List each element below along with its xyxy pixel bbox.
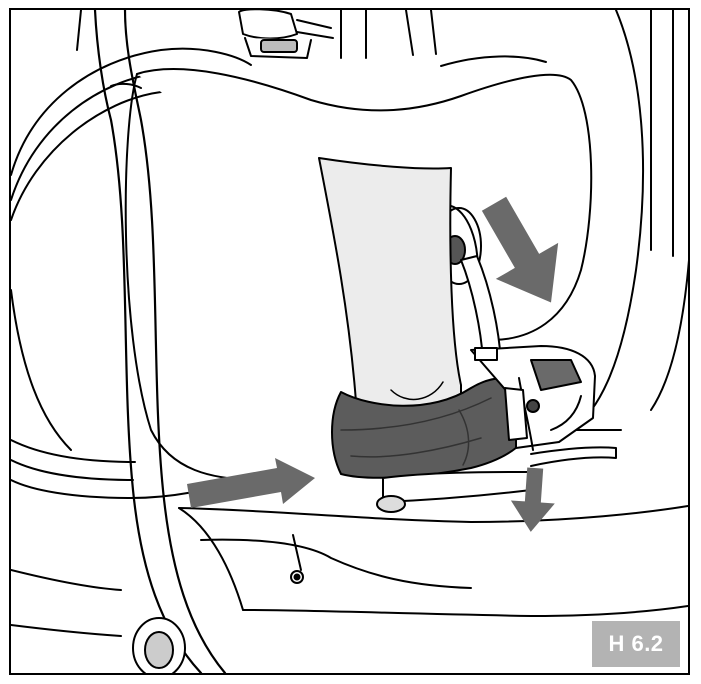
frame-strut-top: [341, 10, 436, 58]
figure-frame: H 6.2: [9, 8, 690, 675]
upper-pedal: [239, 10, 333, 58]
right-post: [651, 10, 673, 256]
arrow-right: [187, 458, 315, 508]
pedal-illustration: [11, 10, 688, 673]
figure-label: H 6.2: [592, 621, 680, 667]
base-plate: [11, 506, 688, 636]
leg: [319, 158, 461, 410]
front-wheel: [133, 618, 185, 673]
